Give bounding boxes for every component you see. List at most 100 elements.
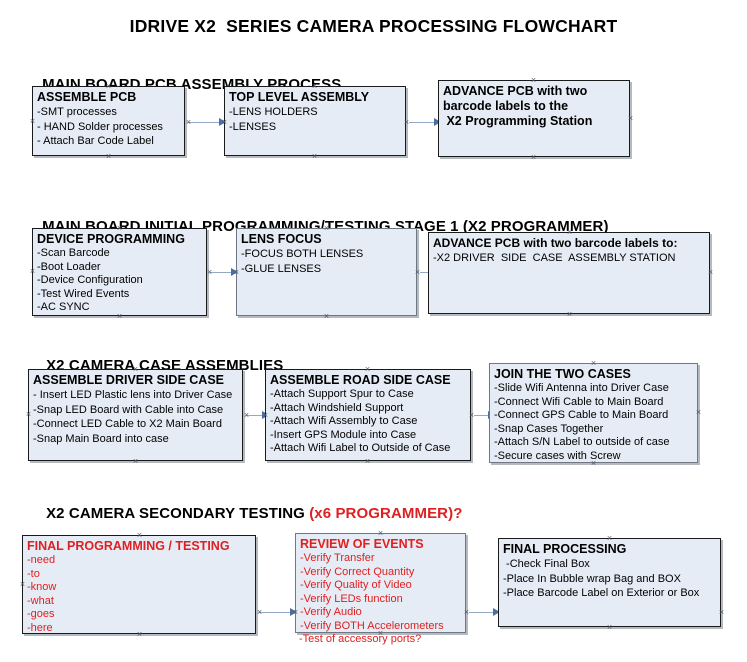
resize-handle-top[interactable] (311, 83, 318, 90)
resize-handle-left[interactable] (25, 411, 32, 418)
resize-handle-right[interactable] (627, 115, 634, 122)
box-line: -Attach Windshield Support (270, 401, 404, 414)
box-assemble-driver-side-case[interactable]: ASSEMBLE DRIVER SIDE CASE - Insert LED P… (28, 369, 243, 461)
box-device-programming[interactable]: DEVICE PROGRAMMING -Scan Barcode -Boot L… (32, 228, 207, 316)
resize-handle-bottom[interactable] (377, 630, 384, 637)
box-final-processing[interactable]: FINAL PROCESSING -Check Final Box -Place… (498, 538, 721, 627)
connector-handle[interactable] (206, 269, 213, 276)
box-line: -Boot Loader (37, 260, 101, 273)
box-line: -Slide Wifi Antenna into Driver Case (494, 382, 669, 394)
box-line: -Test Wired Events (37, 287, 130, 300)
box-line: -Snap Cases Together (494, 422, 604, 435)
resize-handle-top[interactable] (105, 83, 112, 90)
resize-handle-bottom[interactable] (105, 153, 112, 160)
resize-handle-top[interactable] (590, 360, 597, 367)
box-title: DEVICE PROGRAMMING (37, 232, 185, 246)
resize-handle-right[interactable] (707, 269, 714, 276)
page-title: IDRIVE X2 SERIES CAMERA PROCESSING FLOWC… (129, 16, 618, 36)
box-assemble-pcb[interactable]: ASSEMBLE PCB -SMT processes - HAND Solde… (32, 86, 185, 156)
resize-handle-bottom[interactable] (566, 311, 573, 318)
resize-handle-left[interactable] (29, 268, 36, 275)
box-line: -AC SYNC (37, 301, 90, 314)
box-line: -Connect LED Cable to X2 Main Board (33, 418, 222, 430)
box-title: JOIN THE TWO CASES (494, 367, 631, 381)
box-line: -LENS HOLDERS (229, 106, 318, 118)
connector-arrow (188, 122, 222, 123)
resize-handle-bottom[interactable] (530, 154, 537, 161)
resize-handle-top[interactable] (566, 229, 573, 236)
box-line: -Scan Barcode (37, 247, 110, 259)
box-line: -Device Configuration (37, 274, 143, 287)
arrow-head-icon (434, 118, 441, 126)
section-heading-accent: (x6 PROGRAMMER)? (309, 505, 463, 522)
resize-handle-left[interactable] (29, 118, 36, 125)
section-heading-x2-camera-secondary-testing: X2 CAMERA SECONDARY TESTING (x6 PROGRAMM… (29, 488, 462, 539)
resize-handle-bottom[interactable] (132, 458, 139, 465)
resize-handle-left[interactable] (233, 269, 240, 276)
box-title: ASSEMBLE PCB (37, 90, 137, 104)
box-title: TOP LEVEL ASSEMBLY (229, 90, 370, 104)
resize-handle-left[interactable] (221, 119, 228, 126)
box-line: -Verify BOTH Accelerometers (300, 619, 444, 632)
box-assemble-road-side-case[interactable]: ASSEMBLE ROAD SIDE CASE -Attach Support … (265, 369, 471, 461)
box-title: ADVANCE PCB with two (443, 84, 588, 98)
box-line: -Attach S/N Label to outside of case (494, 436, 670, 449)
resize-handle-bottom[interactable] (606, 624, 613, 631)
resize-handle-right[interactable] (695, 409, 702, 416)
resize-handle-left[interactable] (19, 581, 26, 588)
resize-handle-top[interactable] (323, 225, 330, 232)
section-heading-text: X2 CAMERA SECONDARY TESTING (46, 505, 310, 522)
box-line: -Check Final Box (503, 558, 590, 570)
box-top-level-assembly[interactable]: TOP LEVEL ASSEMBLY -LENS HOLDERS -LENSES (224, 86, 406, 156)
box-line: - HAND Solder processes (37, 120, 163, 133)
resize-handle-bottom[interactable] (136, 631, 143, 638)
box-advance-pcb-driver-side-case[interactable]: ADVANCE PCB with two barcode labels to: … (428, 232, 710, 314)
box-line: -Verify LEDs function (300, 592, 403, 605)
resize-handle-left[interactable] (262, 412, 269, 419)
resize-handle-right[interactable] (718, 609, 725, 616)
resize-handle-bottom[interactable] (116, 313, 123, 320)
box-line: -Verify Transfer (300, 552, 375, 564)
resize-handle-bottom[interactable] (311, 153, 318, 160)
box-line: -Verify Audio (300, 606, 362, 619)
resize-handle-bottom[interactable] (323, 313, 330, 320)
connector-arrow (474, 415, 492, 416)
box-line: -Secure cases with Screw (494, 449, 621, 462)
box-join-the-two-cases[interactable]: JOIN THE TWO CASES -Slide Wifi Antenna i… (489, 363, 698, 463)
box-title: ASSEMBLE DRIVER SIDE CASE (33, 373, 225, 387)
box-lens-focus[interactable]: LENS FOCUS -FOCUS BOTH LENSES -GLUE LENS… (236, 228, 417, 316)
connector-arrow (409, 122, 438, 123)
box-line: -Connect Wifi Cable to Main Board (494, 395, 664, 408)
connector-handle[interactable] (256, 609, 263, 616)
box-advance-pcb-programming-station[interactable]: ADVANCE PCB with two barcode labels to t… (438, 80, 630, 157)
box-final-programming-testing[interactable]: FINAL PROGRAMMING / TESTING -need -to -k… (22, 535, 256, 634)
box-line: -Place Barcode Label on Exterior or Box (503, 587, 700, 599)
resize-handle-bottom[interactable] (590, 460, 597, 467)
connector-handle[interactable] (185, 119, 192, 126)
box-line: - Insert LED Plastic lens into Driver Ca… (33, 389, 233, 401)
box-line: -what (27, 594, 54, 607)
resize-handle-bottom[interactable] (364, 458, 371, 465)
resize-handle-top[interactable] (364, 366, 371, 373)
box-title: ASSEMBLE ROAD SIDE CASE (270, 373, 451, 387)
resize-handle-top[interactable] (606, 535, 613, 542)
box-line: -Connect GPS Cable to Main Board (494, 409, 669, 422)
connector-handle[interactable] (243, 412, 250, 419)
resize-handle-left[interactable] (292, 609, 299, 616)
box-line: -GLUE LENSES (241, 262, 322, 275)
box-line: -X2 DRIVER SIDE CASE ASSEMBLY STATION (433, 252, 676, 264)
resize-handle-top[interactable] (132, 366, 139, 373)
resize-handle-top[interactable] (116, 225, 123, 232)
resize-handle-top[interactable] (530, 77, 537, 84)
resize-handle-top[interactable] (136, 532, 143, 539)
box-line: -Place In Bubble wrap Bag and BOX (503, 572, 681, 585)
resize-handle-top[interactable] (377, 530, 384, 537)
box-line: -LENSES (229, 120, 277, 133)
box-line: -to (27, 567, 40, 580)
box-line: barcode labels to the (443, 99, 569, 113)
box-review-of-events[interactable]: REVIEW OF EVENTS -Verify Transfer -Verif… (295, 533, 466, 633)
box-line: X2 Programming Station (443, 114, 593, 128)
box-line: -Attach Wifi Assembly to Case (270, 415, 418, 428)
box-line: -Verify Quality of Video (300, 579, 412, 592)
